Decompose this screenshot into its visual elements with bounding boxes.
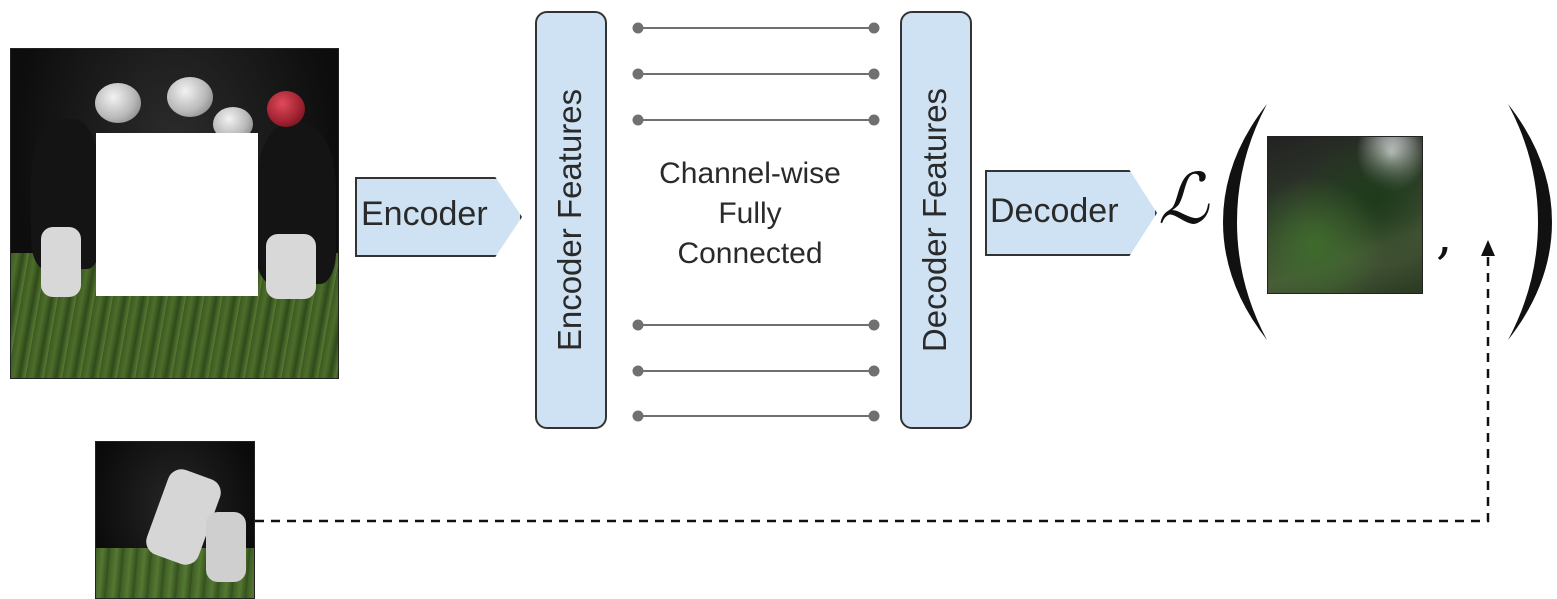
connection-dot bbox=[868, 319, 880, 331]
connection-dot bbox=[868, 114, 880, 126]
encoder-label: Encoder bbox=[361, 195, 488, 233]
pants-shape bbox=[266, 234, 316, 299]
reconstructed-patch bbox=[1267, 136, 1423, 294]
loss-symbol: ℒ bbox=[1158, 158, 1209, 240]
channel-fc-line2: Fully bbox=[718, 197, 782, 230]
helmet-shape bbox=[95, 83, 141, 123]
connection-dot bbox=[632, 22, 644, 34]
encoder-arrow bbox=[355, 177, 522, 257]
connection-dot bbox=[868, 22, 880, 34]
helmet-shape bbox=[167, 77, 213, 117]
encoder-features-bar bbox=[535, 11, 607, 429]
decoder-label: Decoder bbox=[990, 192, 1119, 230]
decoder-arrow bbox=[985, 170, 1157, 256]
connection-dot bbox=[868, 68, 880, 80]
channel-fc-line1: Channel-wise bbox=[659, 157, 841, 190]
channel-fc-line3: Connected bbox=[677, 237, 823, 270]
connection-dot bbox=[632, 114, 644, 126]
mask-region bbox=[96, 133, 258, 296]
pants-shape bbox=[41, 227, 81, 297]
connection-dot bbox=[868, 410, 880, 422]
connection-dot bbox=[632, 68, 644, 80]
connection-dot bbox=[632, 410, 644, 422]
connection-dot bbox=[632, 365, 644, 377]
loss-comma: , bbox=[1436, 206, 1453, 266]
patch-pants-shape bbox=[206, 512, 246, 582]
connection-dot bbox=[868, 365, 880, 377]
target-dashed-arrow bbox=[255, 240, 1495, 523]
connection-dot bbox=[632, 319, 644, 331]
channel-fc-label: Channel-wise Fully Connected bbox=[630, 154, 870, 274]
masked-input-image bbox=[10, 48, 339, 379]
channel-connections bbox=[632, 22, 880, 422]
decoder-features-bar bbox=[900, 11, 972, 429]
helmet-shape bbox=[267, 91, 305, 127]
ground-truth-patch bbox=[95, 441, 255, 599]
right-parenthesis bbox=[1508, 104, 1552, 340]
left-parenthesis bbox=[1223, 104, 1267, 340]
